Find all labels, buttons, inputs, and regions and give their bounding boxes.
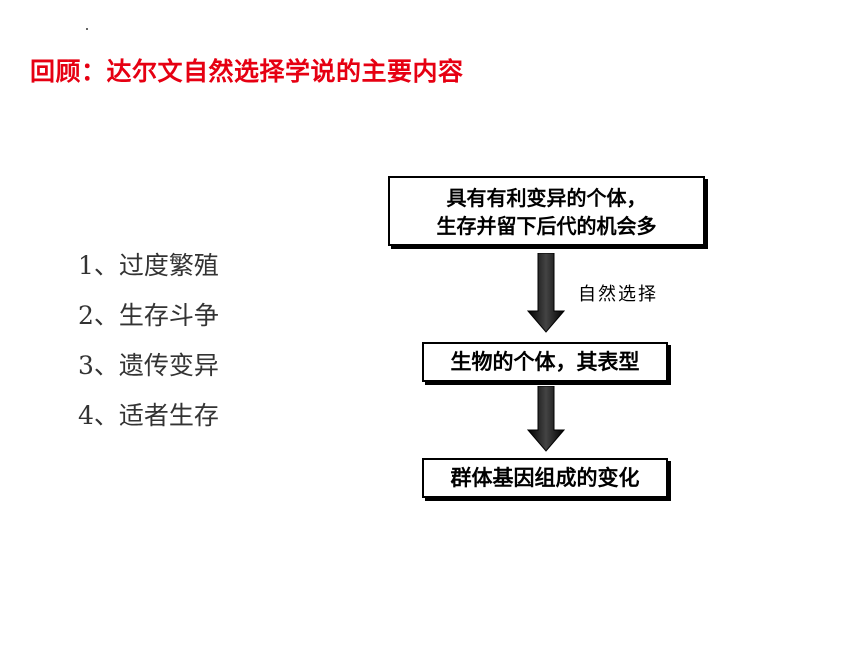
list-item: 3、遗传变异 (78, 351, 219, 380)
key-points-list: 1、过度繁殖 2、生存斗争 3、遗传变异 4、适者生存 (78, 246, 219, 446)
flow-box-phenotype: 生物的个体，其表型 (422, 342, 668, 382)
flow-box-line: 生存并留下后代的机会多 (436, 214, 657, 238)
flow-box-favorable-variation: 具有有利变异的个体， 生存并留下后代的机会多 (388, 176, 705, 246)
stray-dot (86, 28, 88, 30)
down-arrow-icon (527, 386, 565, 452)
arrow-label-natural-selection: 自然选择 (578, 284, 658, 305)
flow-box-gene-composition-change: 群体基因组成的变化 (422, 458, 668, 498)
list-item: 1、过度繁殖 (78, 251, 219, 280)
flow-box-line: 具有有利变异的个体， (446, 186, 647, 210)
down-arrow-icon (527, 253, 565, 333)
page-title: 回顾：达尔文自然选择学说的主要内容 (30, 57, 464, 86)
list-item: 2、生存斗争 (78, 301, 219, 330)
list-item: 4、适者生存 (78, 401, 219, 430)
